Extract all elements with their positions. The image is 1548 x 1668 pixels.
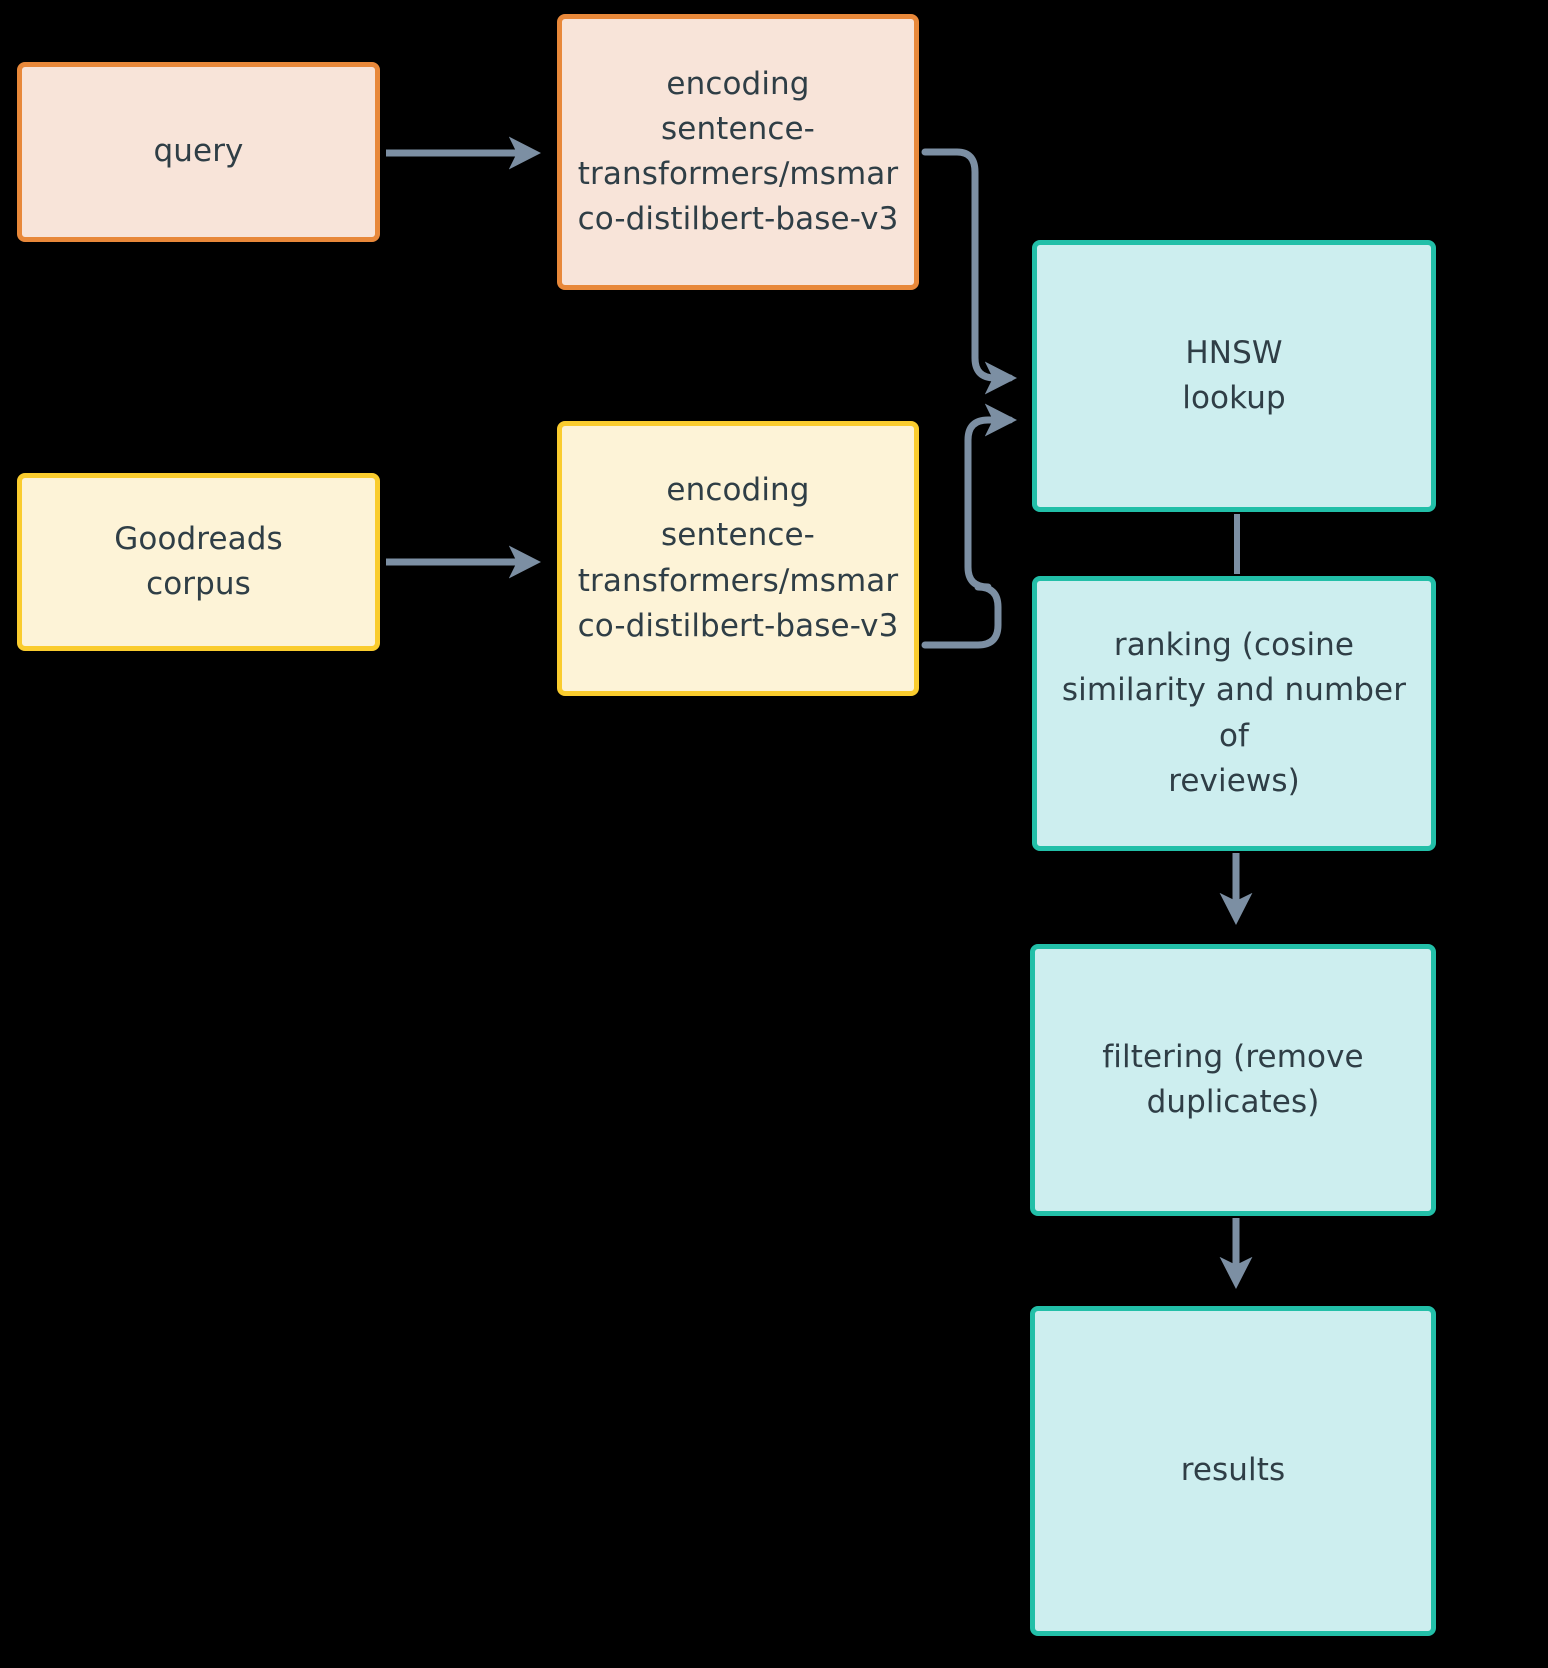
node-hnsw-lookup[interactable]: HNSW lookup bbox=[1032, 240, 1436, 512]
node-hnsw-lookup-label: HNSW lookup bbox=[1182, 334, 1286, 416]
node-query-encoding-label: encoding sentence- transformers/msmar co… bbox=[577, 65, 899, 238]
node-goodreads-corpus[interactable]: Goodreads corpus bbox=[17, 473, 380, 651]
node-ranking[interactable]: ranking (cosine similarity and number of… bbox=[1032, 576, 1436, 851]
node-query-label: query bbox=[153, 133, 244, 170]
node-results-label: results bbox=[1180, 1452, 1286, 1489]
node-results[interactable]: results bbox=[1030, 1306, 1436, 1636]
node-goodreads-corpus-label: Goodreads corpus bbox=[114, 520, 283, 602]
node-ranking-label: ranking (cosine similarity and number of… bbox=[1061, 627, 1407, 799]
node-query-encoding[interactable]: encoding sentence- transformers/msmar co… bbox=[557, 14, 919, 290]
node-filtering-label: filtering (remove duplicates) bbox=[1102, 1038, 1364, 1120]
edge-corpus-encoding-to-hnsw bbox=[921, 403, 1018, 649]
node-corpus-encoding[interactable]: encoding sentence- transformers/msmar co… bbox=[557, 421, 919, 696]
node-corpus-encoding-label: encoding sentence- transformers/msmar co… bbox=[577, 472, 899, 644]
edge-query-encoding-to-hnsw bbox=[921, 148, 1018, 395]
node-filtering[interactable]: filtering (remove duplicates) bbox=[1030, 944, 1436, 1216]
node-query[interactable]: query bbox=[17, 62, 380, 242]
